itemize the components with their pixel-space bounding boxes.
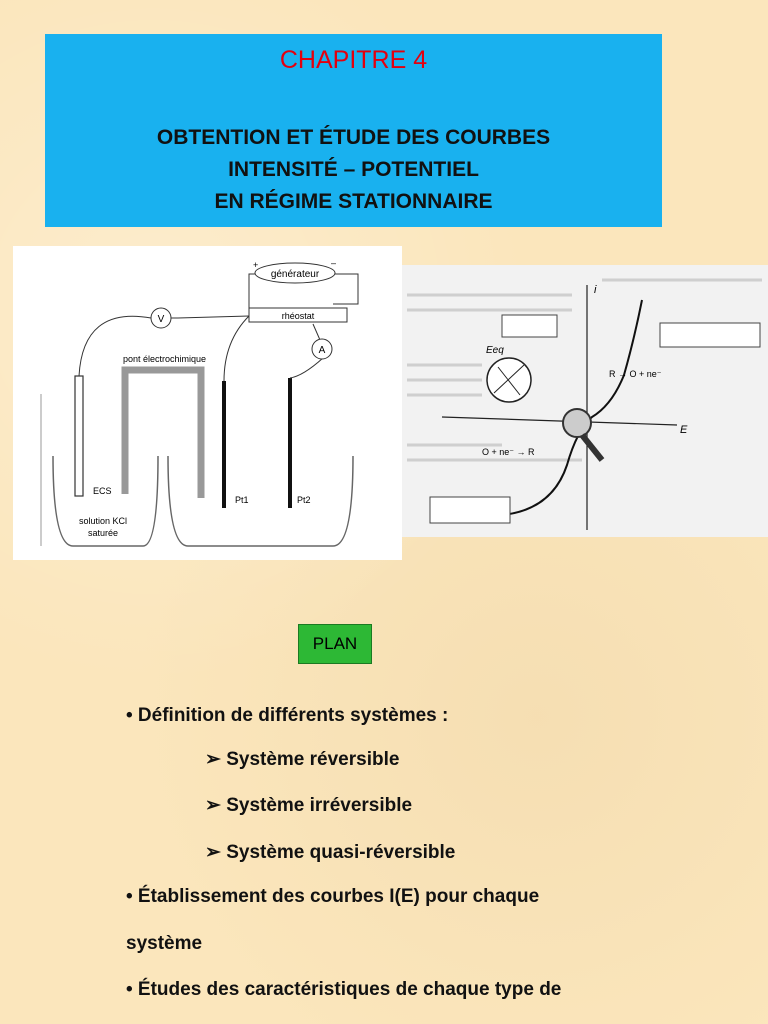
generator-label: générateur bbox=[271, 269, 320, 280]
electrochemical-cell-diagram: générateur + – rhéostat V A pont électro… bbox=[13, 246, 402, 560]
axis-i-label: i bbox=[594, 284, 597, 296]
outline-sub-1: ➢ Système réversible bbox=[205, 749, 400, 770]
solution-label-2: saturée bbox=[88, 528, 118, 538]
outline-sub-2: ➢ Système irréversible bbox=[205, 795, 413, 816]
heading-line-3: EN RÉGIME STATIONNAIRE bbox=[214, 190, 493, 213]
heading-line-2: INTENSITÉ – POTENTIEL bbox=[228, 158, 479, 181]
outline-item-2-line-2: système bbox=[126, 933, 203, 954]
heading-line-1: OBTENTION ET ÉTUDE DES COURBES bbox=[156, 126, 551, 149]
ammeter-label: A bbox=[319, 345, 326, 356]
generator-plus: + bbox=[253, 260, 258, 270]
plan-label: PLAN bbox=[298, 624, 372, 664]
outline-item-1: • Définition de différents systèmes : bbox=[126, 705, 449, 726]
outline-item-3: • Études des caractéristiques de chaque … bbox=[126, 979, 562, 1000]
outline-item-2-line-1: • Établissement des courbes I(E) pour ch… bbox=[126, 886, 540, 907]
outline-sub-3: ➢ Système quasi-réversible bbox=[205, 842, 456, 863]
chapter-title: CHAPITRE 4 bbox=[279, 46, 428, 74]
bridge-label: pont électrochimique bbox=[123, 354, 206, 364]
title-box: CHAPITRE 4 OBTENTION ET ÉTUDE DES COURBE… bbox=[45, 34, 662, 227]
solution-label-1: solution KCl bbox=[79, 516, 127, 526]
pt1-label: Pt1 bbox=[235, 495, 249, 505]
generator-minus: – bbox=[331, 258, 336, 268]
eeq-label: Eeq bbox=[486, 345, 504, 356]
rheostat-label: rhéostat bbox=[282, 311, 315, 321]
axis-e-label: E bbox=[680, 424, 688, 436]
reduction-reaction: O + ne⁻ → R bbox=[482, 447, 535, 457]
current-potential-figure: i E Eeq R → O + ne⁻ O + ne⁻ → R bbox=[402, 265, 768, 537]
ecs-label: ECS bbox=[93, 486, 112, 496]
oxidation-reaction: R → O + ne⁻ bbox=[609, 369, 662, 379]
slide-heading: OBTENTION ET ÉTUDE DES COURBES INTENSITÉ… bbox=[45, 122, 662, 218]
pt2-label: Pt2 bbox=[297, 495, 311, 505]
voltmeter-label: V bbox=[158, 314, 165, 325]
